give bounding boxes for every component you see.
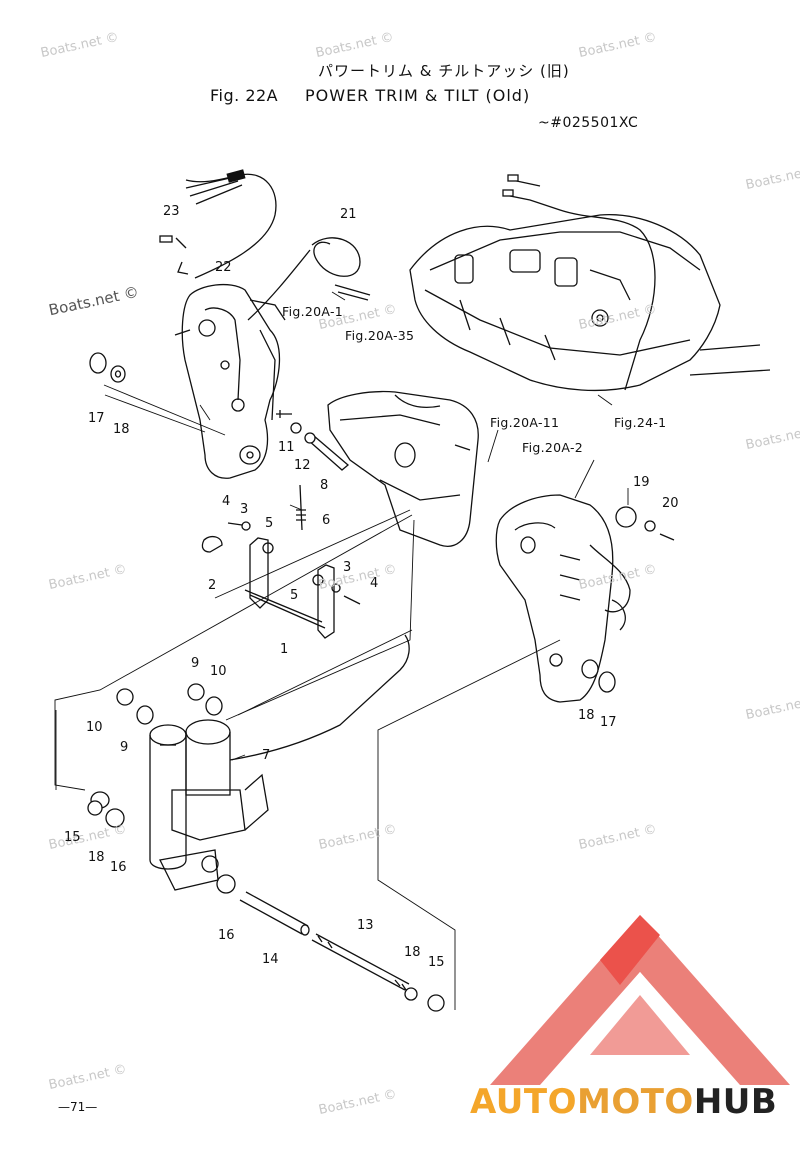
callout: 1 — [280, 642, 289, 657]
callout: 18 — [578, 708, 595, 723]
callout: 18 — [88, 850, 105, 865]
wire-harness-left — [159, 169, 277, 279]
callout: 13 — [357, 918, 374, 933]
pump-motor-unit — [149, 634, 410, 891]
callout: 10 — [210, 664, 227, 679]
tilt-lever — [244, 537, 335, 639]
callout: 10 — [86, 720, 103, 735]
bracket-right — [495, 494, 631, 703]
callout: 2 — [208, 578, 217, 593]
callout: 12 — [294, 458, 311, 473]
callout: 21 — [340, 207, 357, 222]
callout: 18 — [404, 945, 421, 960]
callout: 20 — [662, 496, 679, 511]
callout: 4 — [370, 576, 379, 591]
title-english: POWER TRIM & TILT (Old) — [305, 86, 531, 105]
shafts — [239, 891, 410, 991]
page-number: —71— — [58, 1100, 98, 1114]
bracket-left — [174, 283, 286, 479]
callout: 5 — [265, 516, 274, 531]
figure-number: Fig. 22A — [210, 86, 279, 105]
callout: 18 — [113, 422, 130, 437]
small-parts — [87, 352, 675, 1012]
figure-reference: Fig.20A-1 — [282, 304, 344, 319]
callout: 5 — [290, 588, 299, 603]
logo-word-hub: HUB — [693, 1082, 778, 1122]
callout: 6 — [322, 513, 331, 528]
callout: 3 — [343, 560, 352, 575]
figure-reference: Fig.20A-11 — [490, 415, 560, 430]
logo-word-auto: AUTO — [470, 1082, 577, 1122]
callout: 22 — [215, 260, 232, 275]
title-japanese: パワートリム & チルトアッシ (旧) — [318, 62, 570, 80]
figure-reference: Fig.24-1 — [614, 415, 667, 430]
callout: 9 — [191, 656, 200, 671]
callout: 9 — [120, 740, 129, 755]
center-casting — [327, 390, 479, 547]
callout: 17 — [600, 715, 617, 730]
figure-reference: Fig.20A-35 — [345, 328, 415, 343]
clamp-bracket-assembly — [409, 174, 771, 392]
callout: 15 — [428, 955, 445, 970]
figure-reference: Fig.20A-2 — [522, 440, 584, 455]
callout: 16 — [110, 860, 127, 875]
serial-range: ~#025501XC — [538, 115, 639, 131]
callout: 3 — [240, 502, 249, 517]
callout: 17 — [88, 411, 105, 426]
automotohub-logo: AUTOMOTOHUB — [470, 1082, 777, 1122]
callout: 15 — [64, 830, 81, 845]
callout: 11 — [278, 440, 295, 455]
callout: 19 — [633, 475, 650, 490]
callout: 23 — [163, 204, 180, 219]
callout: 7 — [262, 748, 271, 763]
callout: 14 — [262, 952, 279, 967]
callout: 4 — [222, 494, 231, 509]
wire-loop-21 — [247, 237, 371, 321]
callout: 16 — [218, 928, 235, 943]
logo-word-moto: MOTO — [576, 1082, 694, 1122]
callout: 8 — [320, 478, 329, 493]
leader-lines — [54, 291, 629, 1010]
